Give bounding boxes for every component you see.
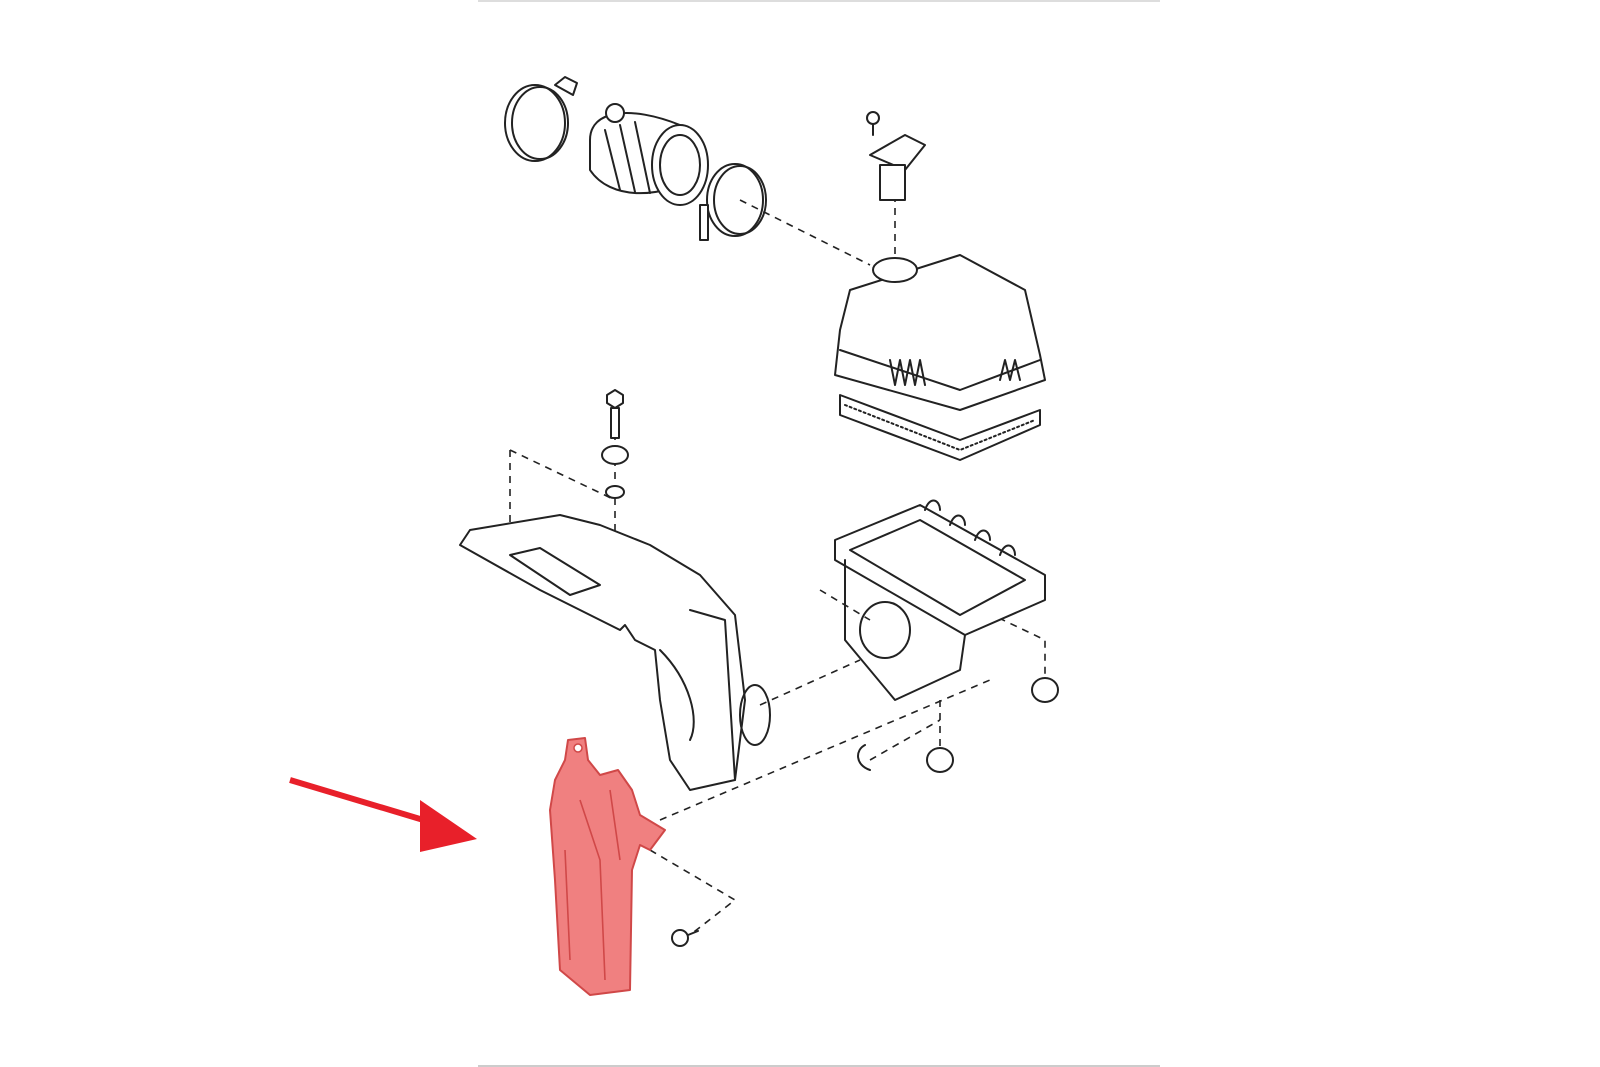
air-flow-sensor bbox=[866, 111, 926, 201]
hose-clamp-right bbox=[699, 163, 767, 241]
air-cleaner-case bbox=[834, 499, 1046, 701]
air-filter-element bbox=[839, 394, 1041, 461]
air-cleaner-cap bbox=[834, 254, 1046, 411]
clip-screw bbox=[671, 929, 699, 947]
bolt-and-grommet bbox=[601, 389, 629, 499]
highlighted-part bbox=[549, 737, 666, 996]
grommets bbox=[857, 677, 1059, 773]
pointer-arrow bbox=[289, 777, 477, 852]
intake-hose bbox=[589, 103, 709, 206]
air-inlet-duct bbox=[459, 514, 771, 791]
hose-clamp-left bbox=[504, 76, 578, 162]
